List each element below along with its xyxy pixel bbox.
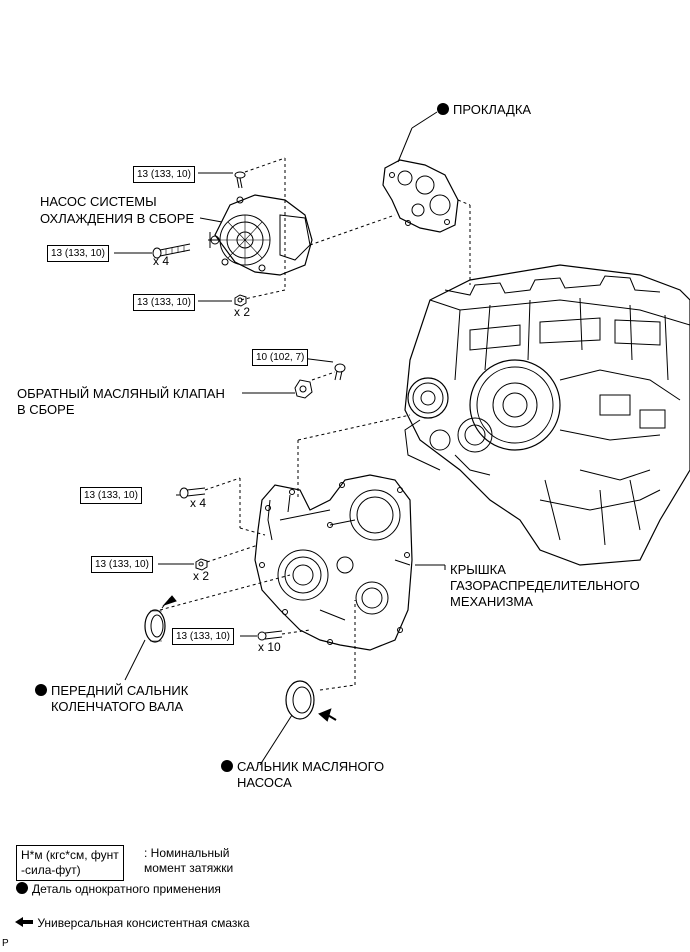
oil-pump-seal-illustration bbox=[285, 680, 315, 720]
grease-arrow-icon bbox=[15, 917, 33, 927]
torque-spec-box: 10 (102, 7) bbox=[252, 349, 309, 366]
timing-cover-illustration bbox=[254, 474, 413, 651]
legend-grease: Универсальная консистентная смазка bbox=[14, 915, 250, 932]
quantity-label: x 2 bbox=[193, 569, 210, 583]
cover-bolt-illustration bbox=[179, 487, 206, 499]
legend-unit-line1: Н*м (кгс*см, фунт bbox=[21, 848, 119, 862]
check-valve-bolt-illustration bbox=[334, 363, 346, 381]
check-valve-label-line1: ОБРАТНЫЙ МАСЛЯНЫЙ КЛАПАН bbox=[17, 386, 225, 401]
legend-spec-line2: момент затяжки bbox=[144, 861, 234, 875]
non-reusable-dot-icon bbox=[221, 760, 233, 772]
legend-non-reusable-text: Деталь однократного применения bbox=[32, 882, 221, 896]
water-pump-label-line2: ОХЛАЖДЕНИЯ В СБОРЕ bbox=[40, 211, 195, 226]
gasket-label: ПРОКЛАДКА bbox=[437, 101, 531, 118]
legend-spec-line1: : Номинальный bbox=[144, 846, 230, 860]
torque-spec-box: 13 (133, 10) bbox=[47, 245, 109, 262]
quantity-label: x 2 bbox=[234, 305, 251, 319]
check-valve-illustration bbox=[294, 379, 313, 399]
crankshaft-seal-illustration bbox=[144, 609, 166, 643]
quantity-label: x 10 bbox=[258, 640, 281, 654]
legend-non-reusable: Деталь однократного применения bbox=[16, 881, 221, 898]
check-valve-label-line2: В СБОРЕ bbox=[17, 402, 75, 417]
torque-spec-box: 13 (133, 10) bbox=[80, 487, 142, 504]
crankshaft-seal-label-line2: КОЛЕНЧАТОГО ВАЛА bbox=[51, 699, 184, 714]
oil-pump-seal-label-line1: САЛЬНИК МАСЛЯНОГО bbox=[221, 758, 384, 775]
torque-spec-box: 13 (133, 10) bbox=[91, 556, 153, 573]
bolt-long-illustration bbox=[152, 243, 191, 259]
legend-grease-text: Универсальная консистентная смазка bbox=[37, 916, 250, 930]
gasket-illustration bbox=[382, 159, 459, 233]
legend-torque-unit-box: Н*м (кгс*см, фунт -сила-фут) bbox=[16, 845, 124, 881]
grease-arrow-icon bbox=[161, 595, 337, 722]
gasket-label-text: ПРОКЛАДКА bbox=[453, 102, 532, 117]
assembly-dashed-lines bbox=[159, 157, 471, 691]
torque-spec-box: 13 (133, 10) bbox=[172, 628, 234, 645]
non-reusable-dot-icon bbox=[35, 684, 47, 696]
oil-pump-seal-label-line2: НАСОСА bbox=[237, 775, 292, 790]
bolt-top-illustration bbox=[234, 171, 246, 189]
torque-spec-box: 13 (133, 10) bbox=[133, 166, 195, 183]
cover-nut-illustration bbox=[195, 558, 208, 571]
non-reusable-dot-icon bbox=[437, 103, 449, 115]
timing-cover-label-line3: МЕХАНИЗМА bbox=[450, 594, 533, 609]
quantity-label: x 4 bbox=[190, 496, 207, 510]
oil-pump-seal-label-text: САЛЬНИК МАСЛЯНОГО bbox=[237, 759, 385, 774]
crankshaft-seal-label-text: ПЕРЕДНИЙ САЛЬНИК bbox=[51, 683, 189, 698]
timing-cover-label-line1: КРЫШКА bbox=[450, 562, 506, 577]
torque-spec-box: 13 (133, 10) bbox=[133, 294, 195, 311]
corner-mark: P bbox=[2, 938, 9, 949]
crankshaft-seal-label-line1: ПЕРЕДНИЙ САЛЬНИК bbox=[35, 682, 188, 699]
legend-spec-text: : Номинальный момент затяжки bbox=[144, 846, 233, 876]
timing-cover-label-line2: ГАЗОРАСПРЕДЕЛИТЕЛЬНОГО bbox=[450, 578, 640, 593]
cover-bolt-10-illustration bbox=[257, 630, 283, 641]
legend-unit-line2: -сила-фут) bbox=[21, 863, 81, 877]
water-pump-illustration bbox=[208, 194, 313, 276]
quantity-label: x 4 bbox=[153, 254, 170, 268]
non-reusable-dot-icon bbox=[16, 882, 28, 894]
engine-block-illustration bbox=[404, 264, 690, 566]
water-pump-label-line1: НАСОС СИСТЕМЫ bbox=[40, 194, 157, 209]
